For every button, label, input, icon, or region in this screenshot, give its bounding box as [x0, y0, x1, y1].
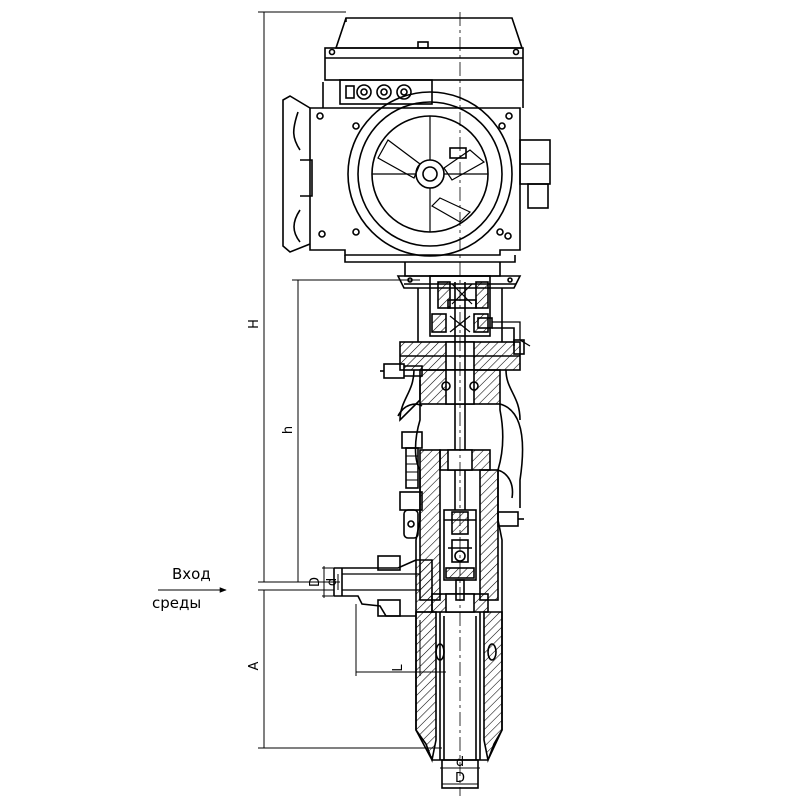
- dim-H-label: H: [247, 319, 262, 329]
- coupling-yoke: [417, 275, 531, 347]
- actuator-flange: [396, 275, 522, 289]
- cable-box: [519, 139, 551, 185]
- dim-L-label: L: [391, 664, 406, 672]
- flow-label-line2: среды: [152, 594, 201, 612]
- dimension-lines: [158, 11, 480, 796]
- dim-A-label: A: [247, 661, 262, 670]
- actuator-upper-housing: [324, 47, 524, 81]
- dim-h-label: h: [281, 426, 296, 434]
- flow-label-line1: Вход: [172, 565, 211, 583]
- handwheel-outer: [347, 91, 513, 257]
- dim-inlet-D-label: D: [308, 577, 323, 587]
- labels: H h A L D d d D Вход среды: [152, 319, 465, 786]
- valve-stem: [454, 282, 466, 510]
- left-gearbox: [282, 95, 311, 253]
- actuator-top-cover: [334, 17, 524, 49]
- dim-outlet-D-label: D: [455, 771, 465, 786]
- actuator-body: [309, 107, 521, 256]
- inlet-nozzle: [333, 555, 433, 617]
- dim-inlet-d-label: d: [325, 578, 340, 586]
- bonnet-flange: [380, 339, 525, 422]
- electric-actuator: [282, 17, 551, 289]
- dim-outlet-d-label: d: [456, 755, 464, 770]
